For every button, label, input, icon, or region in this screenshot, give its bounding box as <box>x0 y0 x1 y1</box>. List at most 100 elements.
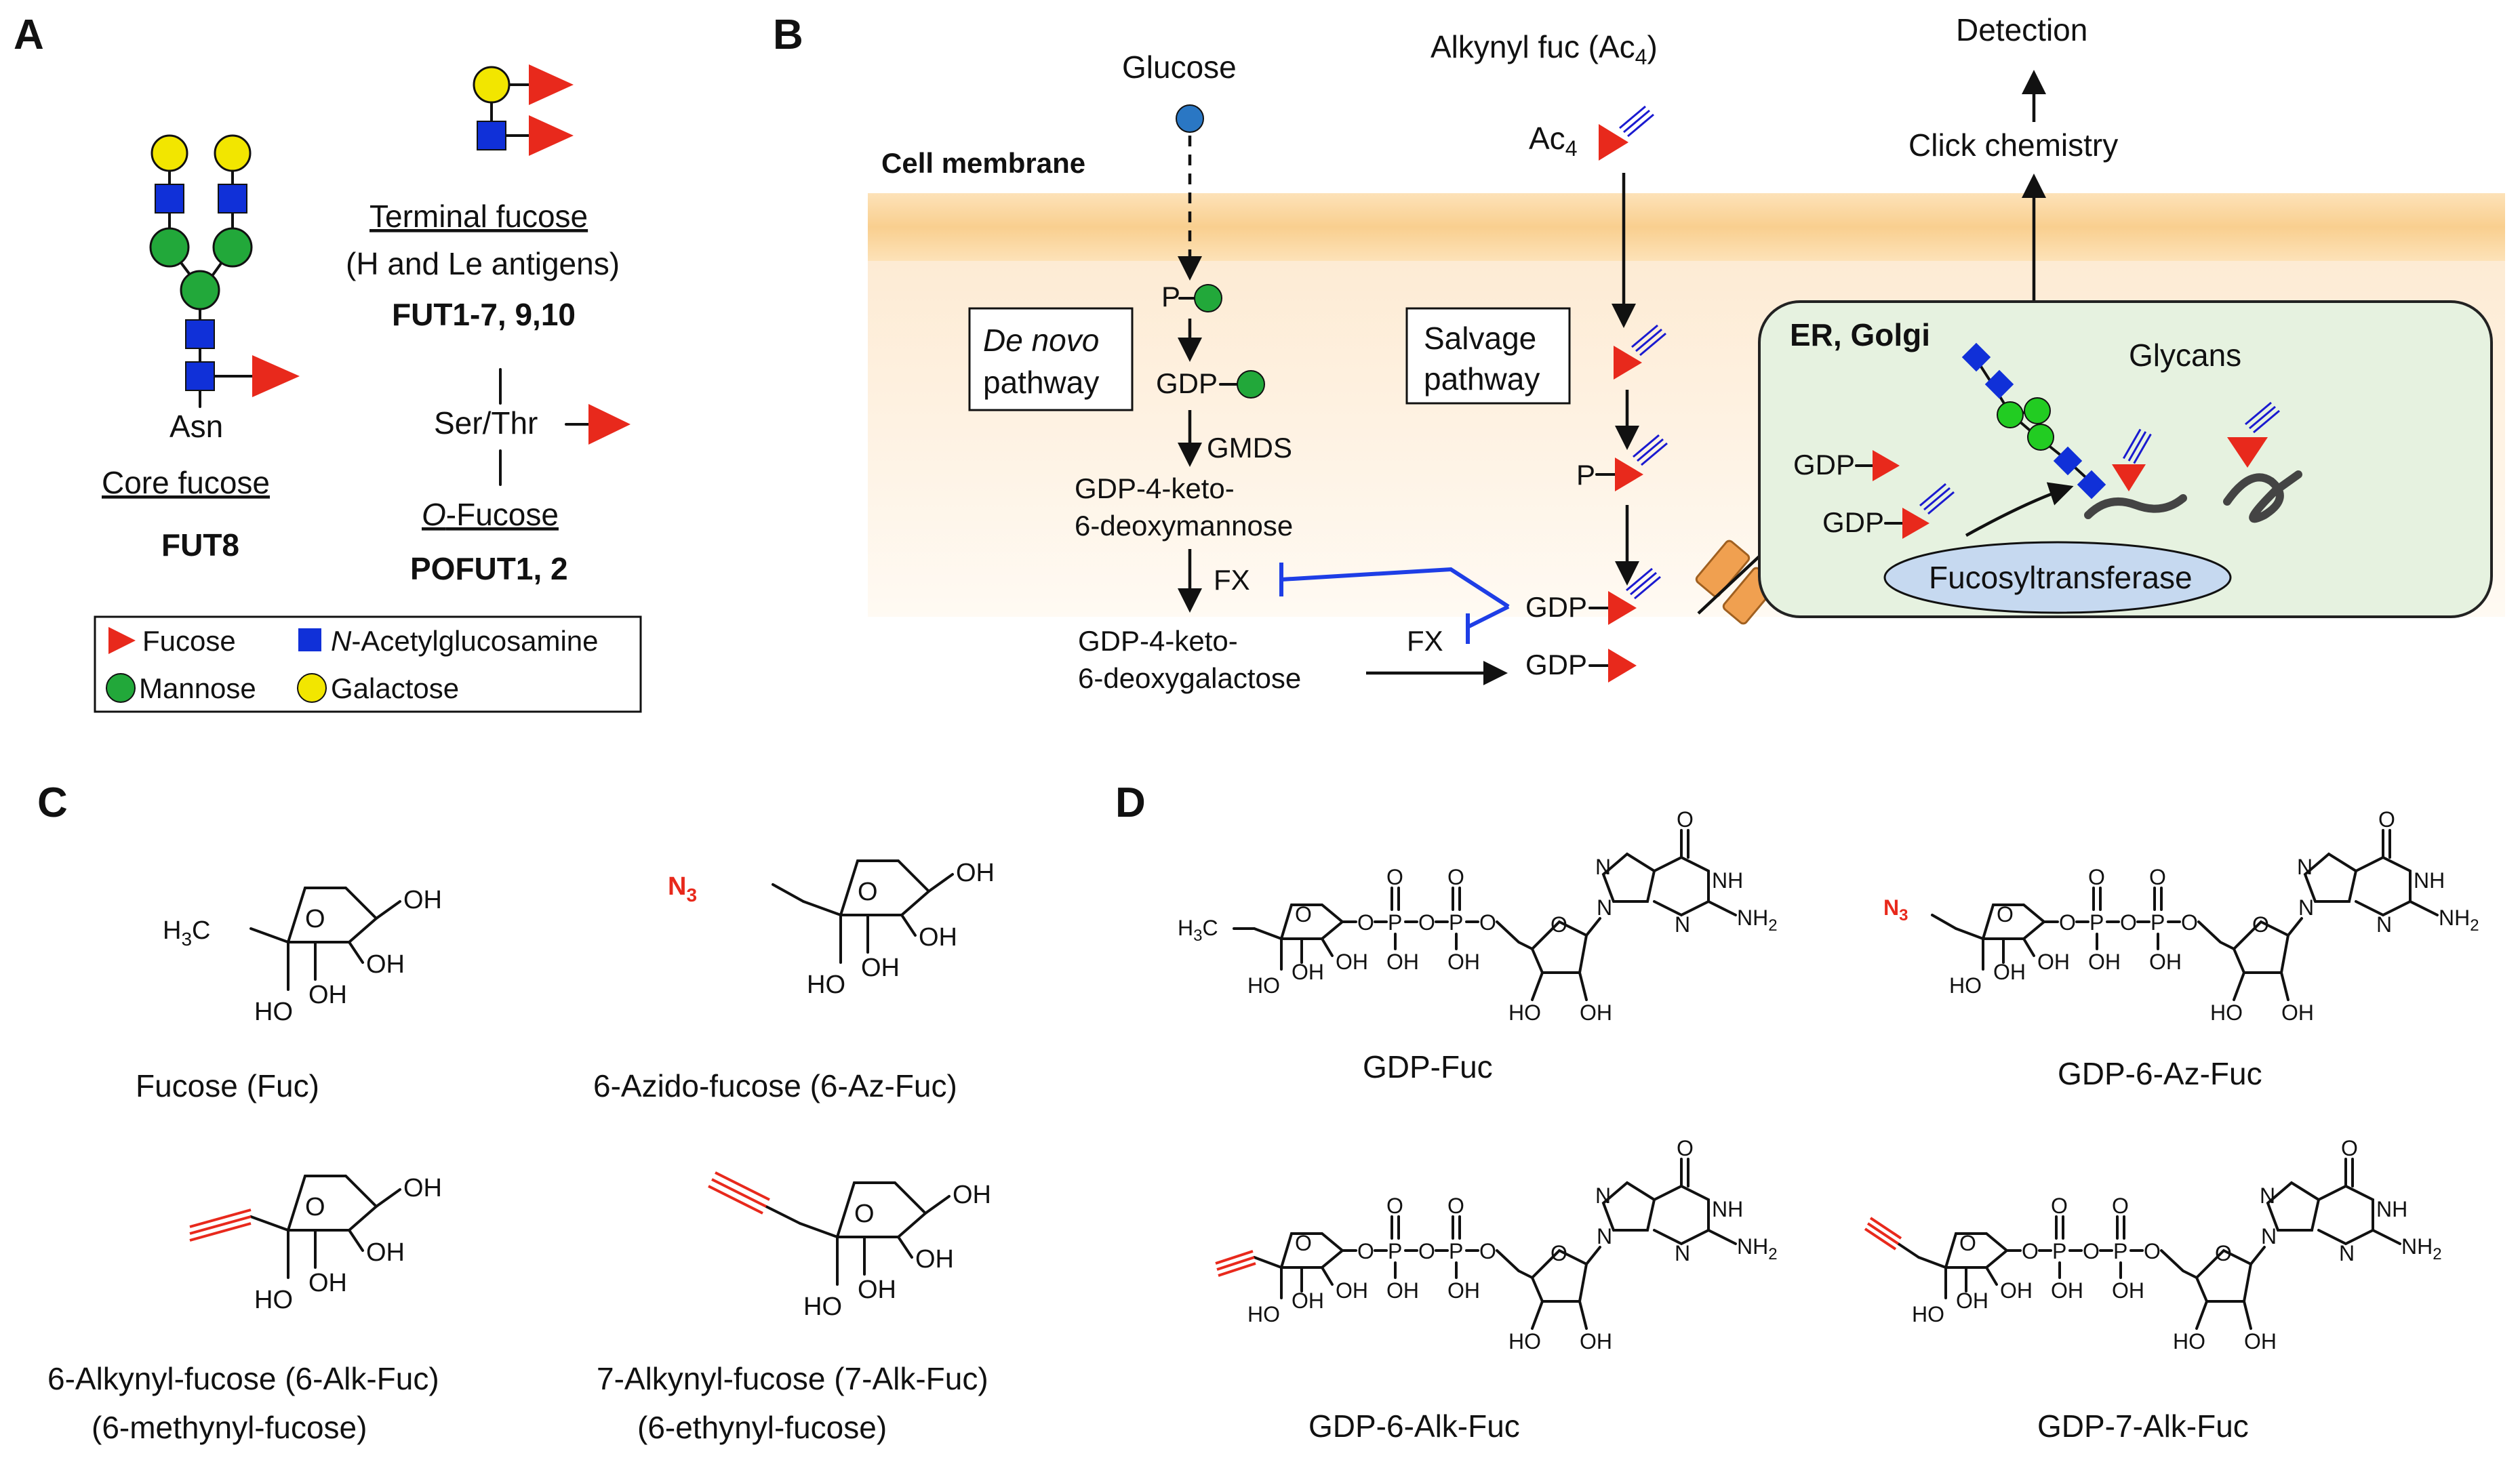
oh-label: OH <box>308 1269 347 1297</box>
svg-text:O: O <box>1418 910 1435 935</box>
svg-text:N: N <box>2297 855 2313 879</box>
glcnac-icon <box>185 319 215 349</box>
svg-text:P: P <box>2151 910 2165 935</box>
transfer-arrow <box>1965 482 2074 537</box>
svg-text:O: O <box>2215 1241 2232 1265</box>
fut1-7-label: FUT1-7, 9,10 <box>392 297 576 332</box>
svg-text:OH: OH <box>1336 950 1368 974</box>
svg-text:N: N <box>2260 1183 2275 1208</box>
svg-text:O: O <box>1551 912 1567 937</box>
ac4-label: Ac4 <box>1529 121 1577 161</box>
svg-text:O: O <box>854 1200 875 1228</box>
inhibition-line <box>1281 567 1510 609</box>
fucose-icon <box>1615 458 1643 491</box>
panel-b: Cell membrane Glucose Alkynyl fuc (Ac4) … <box>868 12 2505 694</box>
keto-mannose-label-2: 6-deoxymannose <box>1075 510 1293 542</box>
panel-d: O H3C OH OH HO O P O OH O P O OH <box>1178 807 2479 1444</box>
fucose-icon <box>2227 437 2268 468</box>
svg-text:O: O <box>1295 902 1312 927</box>
svg-text:OH: OH <box>1993 960 2026 984</box>
svg-text:N: N <box>2261 1224 2277 1248</box>
svg-text:O: O <box>2112 1194 2129 1218</box>
fucose-icon <box>1902 508 1929 539</box>
svg-text:O: O <box>2341 1136 2358 1160</box>
mannose-icon <box>2027 424 2054 451</box>
mannose-icon <box>212 227 253 268</box>
gdp-fuc-name: GDP-Fuc <box>1363 1049 1493 1084</box>
svg-text:O: O <box>2088 865 2105 889</box>
detection-label: Detection <box>1956 12 2087 47</box>
oh-label: OH <box>919 923 957 952</box>
legend-mannose: Mannose <box>139 672 256 704</box>
p-label: P <box>1161 281 1180 312</box>
fucosylated-protein <box>2223 401 2302 523</box>
salvage-pathway-label: pathway <box>1424 361 1540 397</box>
legend: Fucose N-Acetylglucosamine Mannose Galac… <box>94 615 642 713</box>
svg-text:O: O <box>1295 1231 1312 1255</box>
panel-a: Asn Core fucose FUT8 Terminal fucose (H … <box>94 64 642 713</box>
svg-text:O: O <box>1418 1239 1435 1263</box>
svg-text:NH2: NH2 <box>2439 906 2479 935</box>
6-alk-fucose-structure: O OH OH OH HO <box>189 1174 442 1314</box>
svg-text:OH: OH <box>2037 950 2070 974</box>
svg-text:P: P <box>2113 1239 2127 1263</box>
svg-text:N: N <box>1675 1241 1690 1265</box>
svg-text:N: N <box>1675 912 1690 937</box>
gdp-6-az-fuc-name: GDP-6-Az-Fuc <box>2058 1056 2262 1091</box>
svg-text:O: O <box>2181 910 2198 935</box>
svg-text:HO: HO <box>2210 1000 2243 1025</box>
fucose-icon <box>1608 591 1637 625</box>
galactose-icon <box>151 134 188 172</box>
svg-text:O: O <box>1959 1231 1976 1255</box>
o-fucose-label: O-Fucose <box>422 497 559 532</box>
salvage-box <box>1405 307 1571 405</box>
svg-text:HO: HO <box>1508 1000 1541 1025</box>
fucosyltransferase-label: Fucosyltransferase <box>1929 560 2193 595</box>
click-chemistry-label: Click chemistry <box>1908 127 2118 163</box>
oh-label: OH <box>953 1181 991 1209</box>
mannose-icon <box>1194 284 1222 312</box>
mannose-icon <box>1997 401 2024 428</box>
svg-text:N: N <box>2298 895 2314 920</box>
svg-text:OH: OH <box>1956 1288 1988 1313</box>
6-alk-fucose-name: 6-Alkynyl-fucose (6-Alk-Fuc) <box>47 1361 439 1396</box>
svg-text:O: O <box>2059 910 2076 935</box>
svg-text:O: O <box>1357 910 1374 935</box>
glcnac-icon <box>477 121 506 150</box>
fucose-icon <box>529 115 574 156</box>
glucose-label: Glucose <box>1122 49 1237 85</box>
svg-text:N: N <box>2339 1241 2355 1265</box>
oh-label: OH <box>403 1174 442 1202</box>
svg-text:OH: OH <box>1580 1329 1612 1354</box>
mannose-icon <box>149 227 190 268</box>
core-fucose-label: Core fucose <box>102 465 270 500</box>
svg-text:OH: OH <box>2281 1000 2314 1025</box>
galactose-icon <box>473 66 511 104</box>
6-az-fucose-structure: O OH OH OH HO N3 <box>668 859 995 999</box>
fucose-icon <box>108 627 136 654</box>
svg-text:P: P <box>1449 910 1463 935</box>
svg-text:N: N <box>1597 1224 1612 1248</box>
svg-text:NH2: NH2 <box>1737 906 1778 935</box>
panel-label-d: D <box>1115 779 1146 826</box>
svg-text:P: P <box>2052 1239 2066 1263</box>
gdp-label-6: GDP <box>1822 506 1884 538</box>
fucose-icon <box>1608 649 1637 683</box>
fut8-label: FUT8 <box>161 527 239 563</box>
svg-text:P: P <box>1388 1239 1402 1263</box>
fucose-structure: O OH OH OH HO H3C <box>163 886 442 1026</box>
svg-text:O: O <box>1551 1241 1567 1265</box>
svg-text:O: O <box>2083 1239 2100 1263</box>
svg-text:P: P <box>1388 910 1402 935</box>
azide-label: N3 <box>668 872 697 906</box>
inhibition-line <box>1466 605 1510 629</box>
svg-text:HO: HO <box>1949 973 1982 998</box>
svg-text:OH: OH <box>1447 1278 1480 1303</box>
svg-text:O: O <box>1479 910 1496 935</box>
oh-label: OH <box>956 859 995 887</box>
h3c-label: H3C <box>163 916 210 950</box>
svg-text:N: N <box>1595 855 1611 879</box>
oh-label: OH <box>366 950 405 979</box>
glcnac-icon <box>218 184 247 214</box>
svg-text:HO: HO <box>1247 973 1280 998</box>
